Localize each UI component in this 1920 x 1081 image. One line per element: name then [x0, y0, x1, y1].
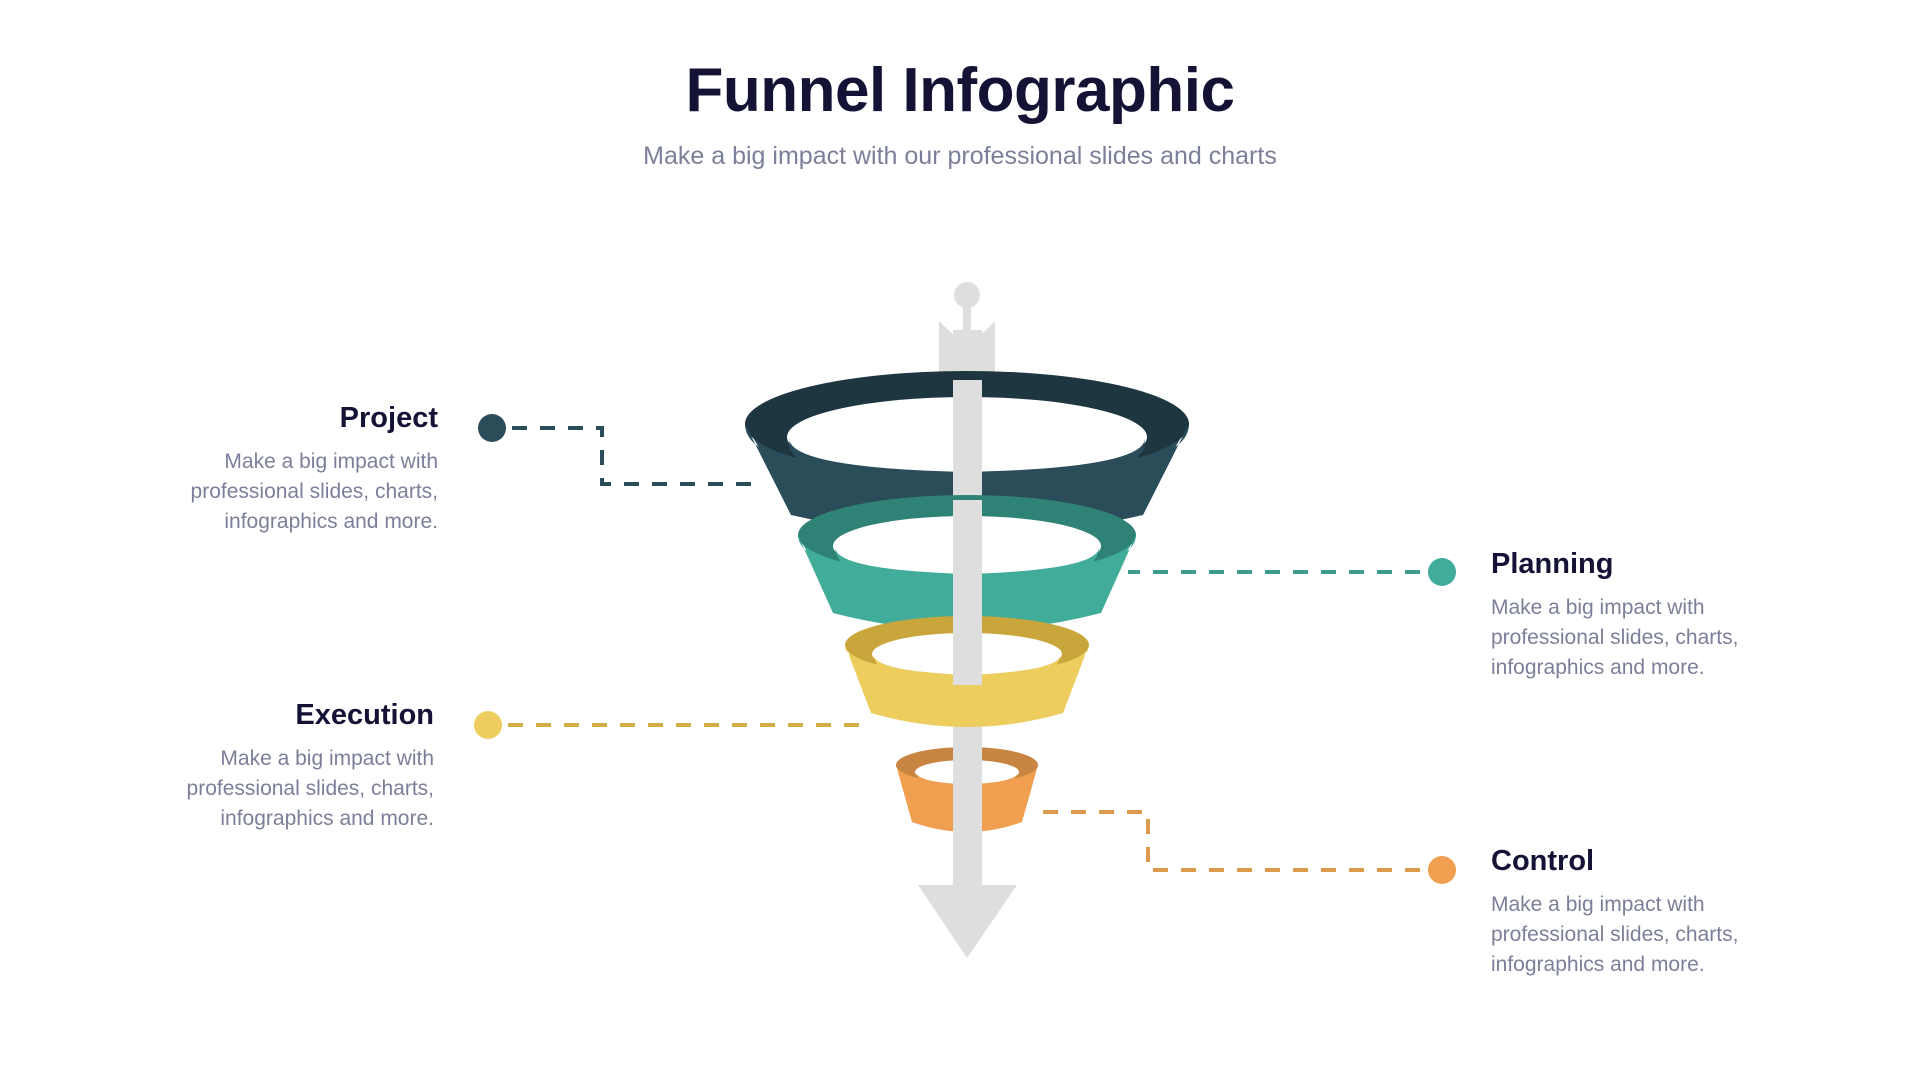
dot-project[interactable] [478, 414, 506, 442]
arrow-shaft-seg2 [953, 500, 982, 600]
page-subtitle: Make a big impact with our professional … [643, 141, 1277, 170]
callout-planning-title: Planning [1491, 548, 1614, 580]
callout-execution-description: Make a big impact with professional slid… [186, 746, 434, 830]
callout-execution-title: Execution [295, 699, 434, 731]
callout-control-description: Make a big impact with professional slid… [1491, 892, 1739, 976]
page-title: Funnel Infographic [685, 56, 1235, 125]
callout-control-title: Control [1491, 845, 1595, 877]
callout-project[interactable]: Project Make a big impact with professio… [128, 402, 438, 536]
dot-planning[interactable] [1428, 558, 1456, 586]
arrow-down-icon [918, 790, 1017, 958]
arrow-shaft-seg1 [953, 380, 982, 500]
arrow-shaft-seg4 [953, 730, 982, 790]
callout-execution[interactable]: Execution Make a big impact with profess… [124, 699, 434, 833]
callout-project-description: Make a big impact with professional slid… [190, 449, 438, 533]
callout-project-title: Project [339, 402, 438, 434]
header: Funnel Infographic Make a big impact wit… [0, 58, 1920, 172]
arrow-shaft-seg3 [953, 600, 982, 685]
callout-planning-description: Make a big impact with professional slid… [1491, 595, 1739, 679]
dot-control[interactable] [1428, 856, 1456, 884]
callout-planning[interactable]: Planning Make a big impact with professi… [1491, 548, 1801, 682]
dot-execution[interactable] [474, 711, 502, 739]
callout-control[interactable]: Control Make a big impact with professio… [1491, 845, 1801, 979]
